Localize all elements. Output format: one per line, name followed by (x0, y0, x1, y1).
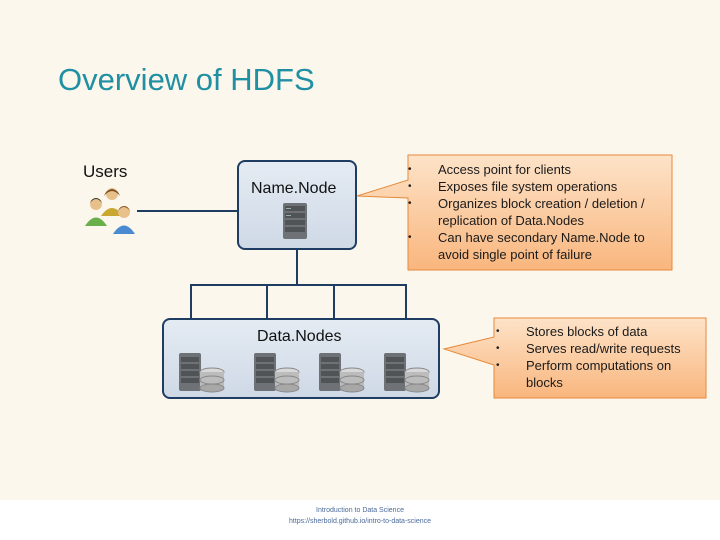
namenode-callout-item: Exposes file system operations (408, 178, 670, 195)
bus-drop-4 (405, 284, 407, 319)
namenode-down-wire (296, 249, 298, 285)
footer-course-title: Introduction to Data Science (316, 507, 404, 514)
datanodes-label: Data.Nodes (257, 328, 342, 345)
server-database-icon (384, 353, 430, 393)
bus-drop-1 (190, 284, 192, 319)
footer-url: https://sherbold.github.io/intro-to-data… (288, 518, 432, 525)
datanode-callout-item: Perform computations on blocks (496, 357, 702, 391)
footer: Introduction to Data Science https://she… (0, 500, 720, 540)
namenode-callout-item: Organizes block creation / deletion / re… (408, 195, 670, 229)
namenode-label: Name.Node (251, 180, 337, 197)
users-label: Users (83, 162, 128, 181)
users-to-namenode-wire (137, 210, 238, 212)
namenode-callout-item: Can have secondary Name.Node to avoid si… (408, 229, 670, 263)
server-database-icon (319, 353, 365, 393)
server-icon (283, 203, 307, 239)
namenode-callout-text: Access point for clients Exposes file sy… (408, 161, 670, 263)
bus-drop-2 (266, 284, 268, 319)
slide-title: Overview of HDFS (58, 62, 315, 97)
bus-wire (190, 284, 407, 286)
namenode-callout-item: Access point for clients (408, 161, 670, 178)
datanode-callout-item: Stores blocks of data (496, 323, 702, 340)
server-database-icon (179, 353, 225, 393)
bus-drop-3 (333, 284, 335, 319)
datanode-callout-text: Stores blocks of data Serves read/write … (496, 323, 702, 391)
datanode-callout-item: Serves read/write requests (496, 340, 702, 357)
users-icon (85, 188, 135, 234)
server-database-icon (254, 353, 300, 393)
